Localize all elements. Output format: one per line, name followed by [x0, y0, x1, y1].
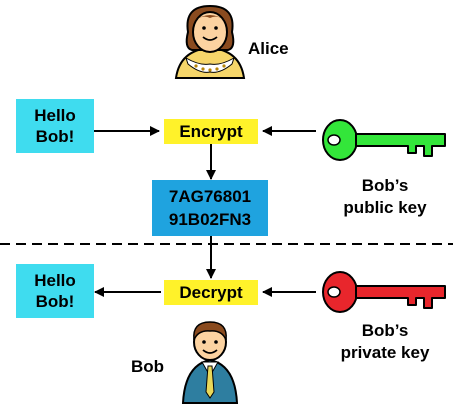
- ciphertext-line-1: 7AG76801: [168, 187, 252, 206]
- public-key-label-line-1: Bob’s: [361, 176, 409, 195]
- private-key-label-line-1: Bob’s: [361, 321, 409, 340]
- plaintext-message-bottom: Hello Bob!: [16, 264, 94, 318]
- encrypt-box: Encrypt: [164, 119, 258, 144]
- plaintext-top-line-2: Bob!: [35, 127, 75, 146]
- bob-label: Bob: [131, 357, 165, 376]
- encrypt-label: Encrypt: [179, 121, 243, 141]
- bob-avatar-icon: [181, 321, 239, 404]
- alice-label: Alice: [248, 39, 289, 58]
- plaintext-bottom-line-2: Bob!: [35, 292, 75, 311]
- alice-avatar-icon: [174, 4, 246, 79]
- private-key-icon: [322, 271, 446, 313]
- decrypt-box: Decrypt: [164, 280, 258, 305]
- ciphertext-box: 7AG76801 91B02FN3: [152, 180, 268, 236]
- plaintext-bottom-line-1: Hello: [34, 271, 76, 290]
- public-key-icon: [322, 119, 446, 161]
- private-key-label: Bob’s private key: [320, 320, 450, 364]
- plaintext-top-line-1: Hello: [34, 106, 76, 125]
- public-key-label-line-2: public key: [343, 198, 427, 217]
- decrypt-label: Decrypt: [179, 282, 243, 302]
- public-key-label: Bob’s public key: [320, 175, 450, 219]
- plaintext-message-top: Hello Bob!: [16, 99, 94, 153]
- private-key-label-line-2: private key: [340, 343, 430, 362]
- ciphertext-line-2: 91B02FN3: [168, 210, 252, 229]
